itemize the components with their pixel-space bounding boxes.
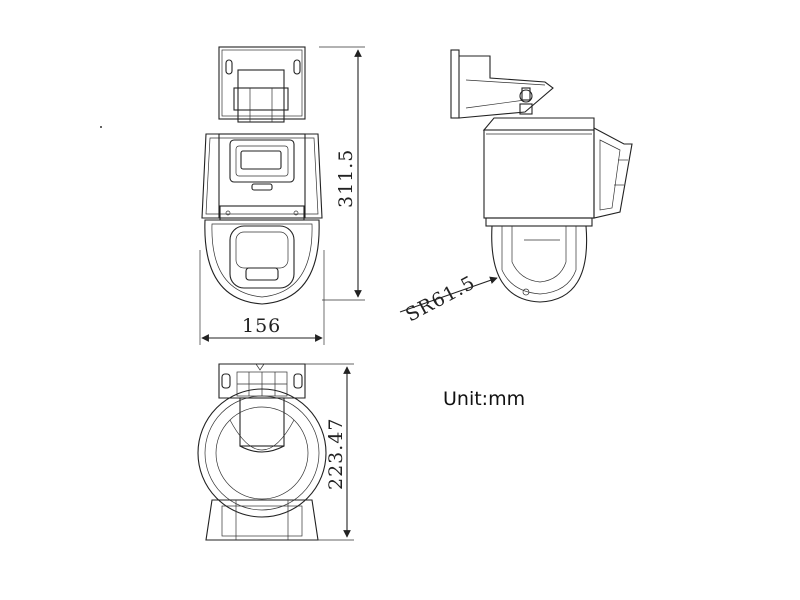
stray-mark: [100, 126, 102, 128]
height-front-label: 311.5: [335, 149, 357, 208]
front-view: 311.5 156: [199, 46, 365, 345]
height-bottom-label: 223.47: [325, 418, 347, 490]
radius-side-label: SR61.5: [402, 271, 479, 326]
bottom-view: 223.47: [197, 363, 354, 541]
width-front-label: 156: [242, 315, 281, 337]
unit-label: Unit:mm: [443, 388, 526, 410]
side-view: SR61.5: [399, 49, 633, 326]
